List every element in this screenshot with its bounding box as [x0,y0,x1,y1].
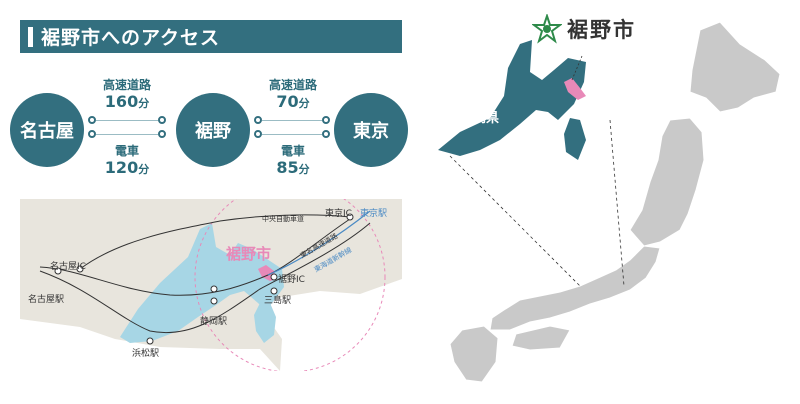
connector-dot [158,130,166,138]
right-train-time-value: 85 [276,158,299,177]
japan-map-svg: 静岡県 [438,21,781,383]
right-highway-time-value: 70 [276,92,299,111]
map-label-mishima-station: 三島駅 [264,296,292,306]
connector-dot [322,116,330,124]
left-highway-time-value: 160 [104,92,139,111]
left-highway-label: 高速道路 [102,78,151,92]
station-dot [146,337,154,345]
map-label-nagoya-ic: 名古屋IC [50,262,86,272]
zoom-guide-line [609,119,625,287]
range-circle [194,199,386,371]
japan-map: 静岡県 [420,0,800,400]
connector-dot [254,116,262,124]
prefecture-label: 静岡県 [460,110,499,126]
station-dot [210,297,218,305]
shizuoka-prefecture-area [120,223,284,343]
logo-pointer-line [571,55,583,81]
train-line [96,134,158,135]
connector-dot [88,116,96,124]
shikoku-area [511,325,571,351]
station-dot [210,285,218,293]
station-dot [270,273,278,281]
node-tokyo: 東京 [334,93,408,167]
unit-minutes: 分 [298,163,310,176]
unit-minutes: 分 [138,163,150,176]
right-train-label: 電車 [280,144,305,158]
susono-enlarged [564,78,586,100]
izu-peninsula-area [254,303,276,343]
left-train-time-value: 120 [104,158,139,177]
highway-line [262,120,322,121]
left-train-time: 120分 [82,158,172,177]
regional-map-svg [20,199,402,371]
map-label-susono-city: 裾野市 [226,245,272,263]
right-highway-time: 70分 [248,92,338,111]
node-nagoya-label: 名古屋 [20,121,74,142]
shizuoka-prefecture-enlarged [438,40,586,156]
node-tokyo-label: 東京 [353,121,389,142]
left-train-label: 電車 [114,144,139,158]
station-dot [270,287,278,295]
kyushu-area [449,325,499,383]
unit-minutes: 分 [138,97,150,110]
chuo-expressway-line [79,214,351,270]
header-accent-bar [28,26,33,47]
tohoku-area [629,117,705,247]
shinkansen-line [39,222,371,334]
right-train-time: 85分 [248,158,338,177]
city-logo: 裾野市 [532,14,636,44]
city-emblem-icon [532,14,562,44]
connector-dot [322,130,330,138]
map-label-susono-ic: 裾野IC [278,275,305,285]
section-title: 裾野市へのアクセス [41,27,221,49]
map-label-nagoya-station: 名古屋駅 [28,295,65,305]
map-label-shizuoka-station: 静岡駅 [200,317,228,327]
sea-area [20,319,280,371]
station-dot [346,213,354,221]
honshu-west-area [489,245,661,331]
connector-dot [158,116,166,124]
station-dot [54,267,62,275]
regional-map: 名古屋IC 名古屋駅 浜松駅 静岡駅 裾野IC 三島駅 東京IC 東京駅 中央自… [20,199,402,371]
left-highway-time: 160分 [82,92,172,111]
map-label-tokyo-ic: 東京IC [325,209,352,219]
zoom-guide-line [449,155,581,287]
node-nagoya: 名古屋 [10,93,84,167]
city-logo-name: 裾野市 [567,18,636,42]
tokaido-shinkansen-line [267,210,371,276]
hokkaido-area [689,21,781,113]
map-label-chuo-expressway: 中央自動車道 [262,215,304,223]
izu-peninsula-enlarged [564,118,586,160]
train-line [262,134,322,135]
unit-minutes: 分 [298,97,310,110]
right-highway-label: 高速道路 [268,78,317,92]
map-label-tokyo-station: 東京駅 [360,209,388,219]
highway-line [96,120,158,121]
connector-dot [88,130,96,138]
section-header: 裾野市へのアクセス [20,20,402,53]
sea-area [268,279,402,371]
node-susono-label: 裾野 [195,121,231,142]
connector-dot [254,130,262,138]
node-susono: 裾野 [176,93,250,167]
station-dot [76,265,84,273]
map-label-hamamatsu-station: 浜松駅 [132,349,160,359]
